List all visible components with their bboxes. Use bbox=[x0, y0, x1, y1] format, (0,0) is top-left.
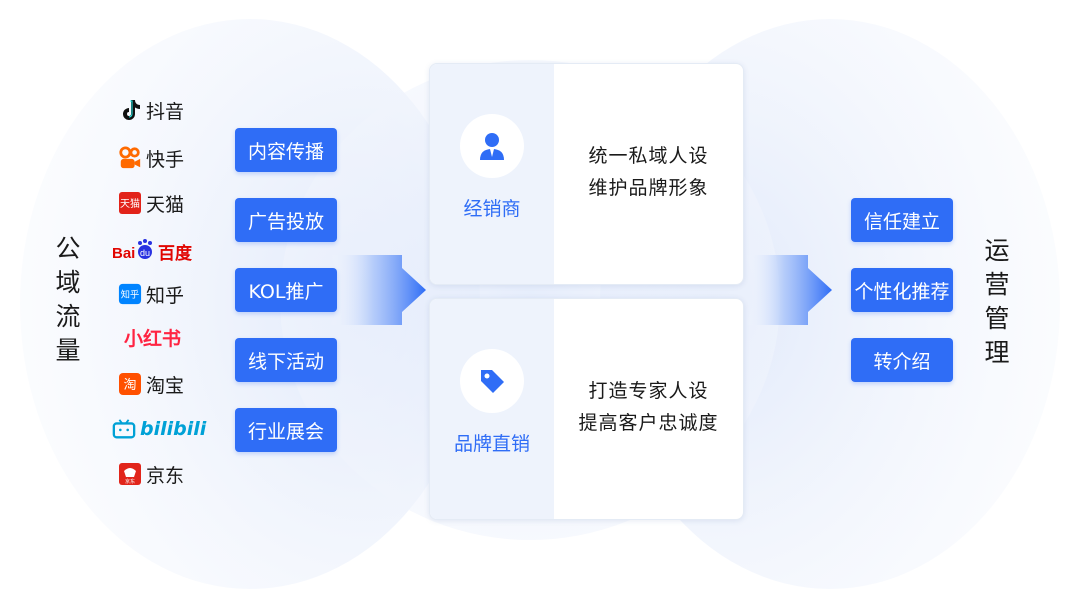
platform-taobao: 淘 淘宝 bbox=[118, 369, 184, 399]
zhihu-icon: 知乎 bbox=[118, 282, 142, 306]
platform-bilibili: bilibili bbox=[112, 414, 206, 444]
bilibili-tv-icon bbox=[112, 417, 136, 441]
platform-label: 天猫 bbox=[146, 193, 185, 216]
left-arrow bbox=[330, 255, 426, 325]
left-title: 公域流量 bbox=[55, 234, 81, 365]
kuaishou-icon bbox=[118, 146, 142, 170]
platform-xiaohongshu: 小红书 bbox=[124, 322, 181, 352]
xiaohongshu-logo: 小红书 bbox=[124, 327, 182, 350]
right-title: 运营管理 bbox=[984, 236, 1010, 367]
platform-label: 京东 bbox=[146, 464, 185, 487]
platform-tmall: 天猫 天猫 bbox=[118, 188, 184, 218]
platform-label: 知乎 bbox=[146, 284, 185, 307]
tmall-icon: 天猫 bbox=[118, 191, 142, 215]
card-dealer: 经销商 统一私域人设 维护品牌形象 bbox=[429, 63, 744, 285]
platform-label: 快手 bbox=[146, 148, 185, 171]
platform-douyin: 抖音 bbox=[118, 95, 184, 125]
tag-offline: 线下活动 bbox=[235, 338, 337, 382]
tag-expo: 行业展会 bbox=[235, 408, 337, 452]
platform-label: 淘宝 bbox=[146, 374, 185, 397]
platform-zhihu: 知乎 知乎 bbox=[118, 279, 184, 309]
platform-label: 抖音 bbox=[146, 100, 185, 123]
card-text: 统一私域人设 维护品牌形象 bbox=[554, 140, 743, 204]
card-role: 经销商 bbox=[463, 198, 521, 220]
card-line: 打造专家人设 bbox=[588, 380, 709, 402]
platform-kuaishou: 快手 bbox=[118, 143, 184, 173]
card-text: 打造专家人设 提高客户忠诚度 bbox=[554, 375, 743, 439]
bilibili-logo: bilibili bbox=[140, 418, 207, 440]
platform-label: 百度 bbox=[158, 243, 192, 264]
card-line: 统一私域人设 bbox=[588, 145, 709, 167]
platform-jd: 京东 京东 bbox=[118, 459, 184, 489]
tag-personalized: 个性化推荐 bbox=[851, 268, 953, 312]
tag-icon bbox=[460, 349, 524, 413]
svg-text:du: du bbox=[140, 248, 150, 258]
svg-text:淘: 淘 bbox=[123, 378, 136, 393]
jd-icon: 京东 bbox=[118, 462, 142, 486]
svg-text:天猫: 天猫 bbox=[120, 197, 140, 210]
tag-content-spread: 内容传播 bbox=[235, 128, 337, 172]
svg-text:Bai: Bai bbox=[112, 245, 135, 262]
tag-trust: 信任建立 bbox=[851, 198, 953, 242]
svg-text:京东: 京东 bbox=[125, 478, 135, 485]
card-line: 提高客户忠诚度 bbox=[578, 412, 719, 434]
tag-kol: KOL推广 bbox=[235, 268, 337, 312]
douyin-icon bbox=[118, 98, 142, 122]
card-line: 维护品牌形象 bbox=[588, 177, 709, 199]
right-arrow bbox=[745, 255, 832, 325]
card-brand-direct: 品牌直销 打造专家人设 提高客户忠诚度 bbox=[429, 298, 744, 520]
tag-ads: 广告投放 bbox=[235, 198, 337, 242]
card-role: 品牌直销 bbox=[453, 433, 530, 455]
svg-text:知乎: 知乎 bbox=[121, 289, 139, 301]
person-icon bbox=[460, 114, 524, 178]
tag-referral: 转介绍 bbox=[851, 338, 953, 382]
taobao-icon: 淘 bbox=[118, 372, 142, 396]
